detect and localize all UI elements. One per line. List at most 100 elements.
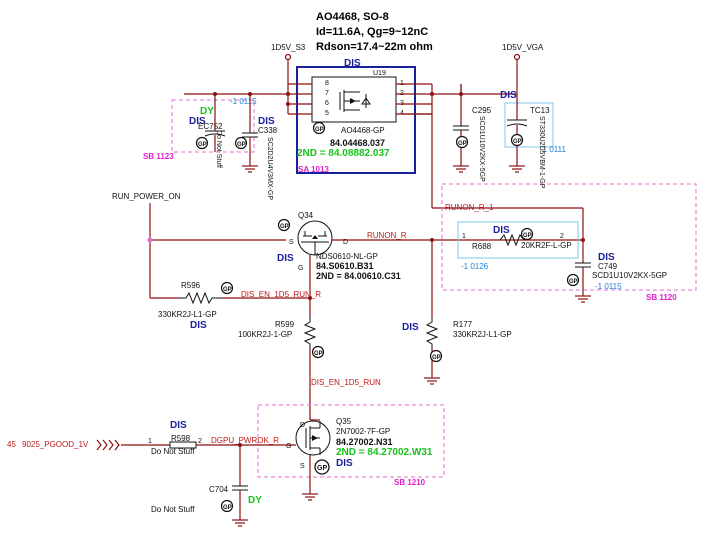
q34-ref: Q34	[298, 211, 314, 220]
c295-symbol	[453, 84, 469, 160]
q34-pn2: 2ND = 84.00610.C31	[316, 271, 401, 281]
ground-c749	[574, 289, 592, 303]
c338-part: SC2D2U4V3MX-GP	[266, 137, 273, 200]
rail-left-label: 1D5V_S3	[271, 43, 306, 52]
ground-c338	[241, 159, 259, 173]
u19-gp-icon	[312, 121, 326, 135]
sb1210-box	[257, 404, 445, 478]
net-runon-r: RUNON_R	[367, 231, 407, 240]
tc13-gp-icon	[510, 133, 524, 147]
r598-p2: 2	[198, 438, 202, 445]
r599-gp-icon	[311, 345, 325, 359]
tc13-ref: TC13	[530, 106, 550, 115]
r688-rev: -1 0126	[461, 262, 489, 271]
c749-rev: -1 0115	[595, 282, 622, 291]
net-runon-r-1: RUNON_R_1	[445, 203, 494, 212]
r598-note: Do Not Stuff	[151, 447, 195, 456]
r598-p1: 1	[148, 438, 152, 445]
q35-pn2: 2ND = 84.27002.W31	[336, 447, 433, 458]
c338-symbol	[242, 92, 258, 160]
u19-pn2: 2ND = 84.08882.037	[297, 148, 390, 159]
c704-note: Do Not Stuff	[151, 505, 195, 514]
q35-symbol	[305, 421, 321, 455]
q35-dis: DIS	[336, 458, 353, 469]
input-connector-icon	[96, 439, 120, 451]
r599-ref: R599	[275, 320, 295, 329]
net-dgpu: DGPU_PWROK_R	[211, 436, 279, 445]
ec752-tag: DY	[200, 106, 214, 117]
sb1123-box	[171, 99, 255, 153]
r596-part: 330KR2J-L1-GP	[158, 310, 217, 319]
u19-ref: U19	[373, 70, 386, 77]
tc13-part: ST330U2D5VBM-1-GP	[538, 116, 545, 189]
header-spec: Id=11.6A, Qg=9~12nC	[316, 26, 428, 38]
tc13-dis: DIS	[500, 90, 517, 101]
q35-g: G	[286, 443, 291, 450]
r177-ref: R177	[453, 320, 473, 329]
ground-tc13	[508, 159, 526, 173]
q34-dis: DIS	[277, 253, 294, 264]
tc13-box	[504, 102, 554, 148]
q34-g: G	[298, 265, 303, 272]
q35-d: D	[300, 422, 305, 429]
u19-pin-5: 5	[325, 110, 329, 117]
r177-dis: DIS	[402, 322, 419, 333]
net-dis-en-run-r: DIS_EN_1D5_RUN_R	[241, 290, 321, 299]
c749-part: SCD1U10V2KX-5GP	[592, 271, 667, 280]
u19-sa: SA 1013	[298, 165, 329, 174]
r596-symbol	[180, 291, 222, 305]
q35-ref: Q35	[336, 417, 352, 426]
u19-pn: 84.04468.037	[330, 138, 385, 148]
r688-part: 20KR2F-L-GP	[521, 241, 572, 250]
r598-ref: R598	[171, 434, 191, 443]
q35-gp-icon	[314, 459, 330, 475]
r598-dis: DIS	[170, 420, 187, 431]
net-run-power-on: RUN_POWER_ON	[112, 192, 181, 201]
u19-pin-6: 6	[325, 100, 329, 107]
r596-dis: DIS	[190, 320, 207, 331]
q34-symbol	[301, 231, 329, 255]
rail-right-label: 1D5V_VGA	[502, 43, 544, 52]
q34-part: NDS0610-NL-GP	[316, 252, 378, 261]
r177-part: 330KR2J-L1-GP	[453, 330, 512, 339]
c338-gp-icon	[234, 136, 248, 150]
u19-pin-8: 8	[325, 80, 329, 87]
r599-symbol	[303, 318, 317, 348]
c749-symbol	[575, 240, 591, 290]
r596-gp-icon	[220, 281, 234, 295]
ground-q35	[301, 487, 319, 501]
u19-pin-7: 7	[325, 90, 329, 97]
ec752-dis: DIS	[189, 116, 206, 127]
sb1120-box	[441, 183, 697, 291]
c704-gp-icon	[220, 499, 234, 513]
q34-gp-icon	[277, 218, 291, 232]
c749-dis: DIS	[598, 252, 615, 263]
ec752-note: Do Not Stuff	[215, 130, 222, 168]
input-sheet: 45	[7, 440, 16, 449]
r177-gp-icon	[429, 349, 443, 363]
u19-body	[311, 76, 397, 123]
sb1123-label: SB 1123	[143, 152, 174, 161]
header-part: AO4468, SO-8	[316, 11, 389, 23]
sb1120-label: SB 1120	[646, 293, 677, 302]
run-power-on-wiring	[147, 203, 286, 299]
ec752-ref: EC752	[198, 122, 223, 131]
r688-p1: 1	[462, 233, 466, 240]
ground-c295	[452, 159, 470, 173]
r596-ref: R596	[181, 281, 201, 290]
q35-pn: 84.27002.N31	[336, 437, 393, 447]
ground-r177	[423, 371, 441, 385]
u19-part: AO4468-GP	[341, 126, 385, 135]
ec752-rev: -1 0115	[230, 97, 257, 106]
q34-s: S	[289, 239, 294, 246]
tc13-symbol	[506, 94, 528, 160]
ec752-gp-icon	[195, 136, 209, 150]
q34-pn: 84.S0610.B31	[316, 261, 374, 271]
r688-gp-icon	[520, 227, 534, 241]
rail-right-port	[513, 53, 521, 61]
r688-ref: R688	[472, 242, 492, 251]
c704-ref: C704	[209, 485, 229, 494]
c295-part: SCD1U10V2KX-5GP	[478, 116, 485, 182]
